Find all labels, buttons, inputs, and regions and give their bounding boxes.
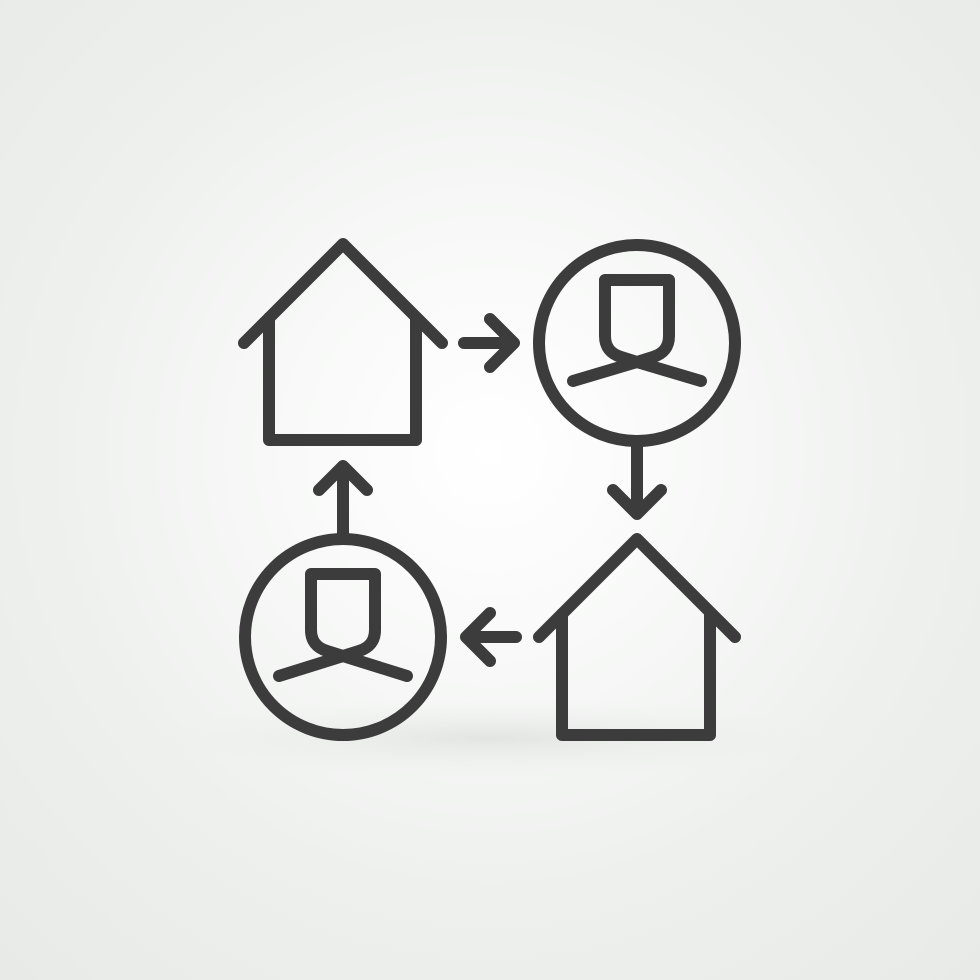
ground-shadow [160,698,820,778]
arrow-up-icon [313,460,373,545]
arrow-down-icon [607,435,667,520]
house-icon-bottom-right [533,533,741,741]
house-icon-top-left [238,238,448,446]
person-circle-icon-top-right [533,239,741,447]
arrow-right-icon [458,313,520,373]
arrow-left-icon [460,607,522,667]
